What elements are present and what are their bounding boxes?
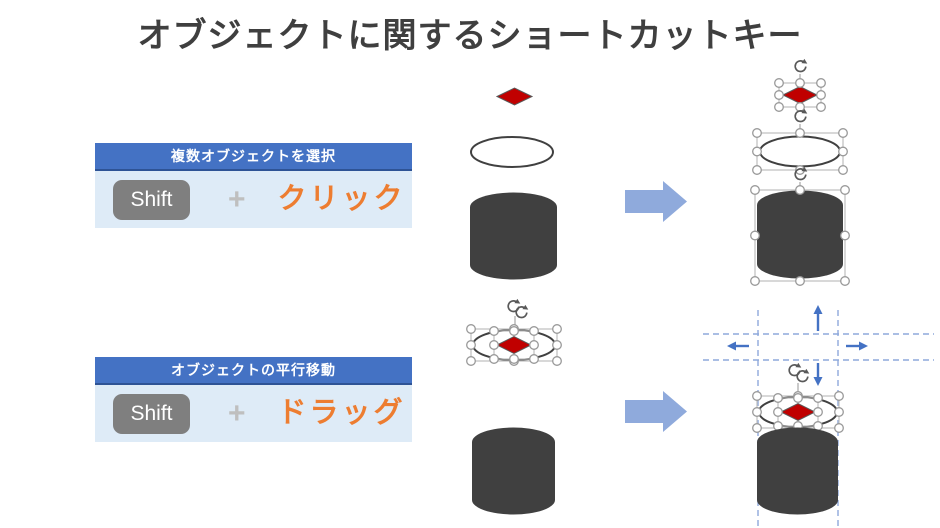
selection-handle xyxy=(752,407,762,417)
selection-handle xyxy=(838,128,848,138)
selection-handle xyxy=(750,230,760,241)
shortcut-card-move: オブジェクトの平行移動 Shift + ドラッグ xyxy=(95,357,412,442)
selection-handle xyxy=(509,354,519,364)
card-move-header: オブジェクトの平行移動 xyxy=(95,357,412,385)
selection-handle xyxy=(752,128,762,138)
card-move-body: Shift + ドラッグ xyxy=(95,385,412,442)
selection-handle xyxy=(773,393,783,403)
cylinder-shape xyxy=(472,427,555,515)
selection-handle xyxy=(752,423,762,433)
selection-handle xyxy=(795,128,805,138)
page-title: オブジェクトに関するショートカットキー xyxy=(137,17,803,55)
grouped-selection-stack xyxy=(466,298,562,515)
selection-handle xyxy=(834,423,844,433)
rotate-handle-icon xyxy=(788,362,803,377)
selection-handle xyxy=(838,146,848,157)
arrow-down-icon xyxy=(813,363,823,386)
card-select-header: 複数オブジェクトを選択 xyxy=(95,143,412,171)
selection-handle xyxy=(489,340,499,350)
shift-key: Shift xyxy=(113,179,190,220)
selection-handle xyxy=(795,276,805,286)
selection-handle xyxy=(816,102,826,112)
selection-handle xyxy=(834,407,844,417)
selection-handle xyxy=(793,393,803,403)
selection-handle xyxy=(552,324,562,334)
arrow-left-icon xyxy=(727,341,749,351)
right-arrow-icon xyxy=(625,181,687,222)
selection-handle xyxy=(752,146,762,157)
selection-handle xyxy=(750,276,760,286)
selection-handle xyxy=(752,391,762,401)
selection-handle xyxy=(838,165,848,175)
selected-ellipse xyxy=(752,128,848,175)
selection-handle xyxy=(840,230,850,241)
object-stack-unselected xyxy=(470,87,557,280)
selection-handle xyxy=(466,324,476,334)
action-label-drag: ドラッグ xyxy=(277,397,406,429)
selection-handle xyxy=(774,102,784,112)
action-label-click: クリック xyxy=(277,183,406,215)
selection-handle xyxy=(529,340,539,350)
selection-handle xyxy=(774,78,784,88)
selection-handle xyxy=(773,407,783,417)
selection-handle xyxy=(529,354,539,364)
rotate-handle-icon xyxy=(507,298,522,313)
selected-diamond xyxy=(489,326,539,364)
diamond-shape xyxy=(495,87,534,106)
plus-sign: + xyxy=(228,396,246,430)
cylinder-shape xyxy=(470,192,557,280)
selection-handle xyxy=(552,356,562,366)
moved-selection-stack xyxy=(752,362,844,515)
rotate-handle-icon xyxy=(794,58,809,73)
selection-handle xyxy=(840,276,850,286)
selection-handle xyxy=(840,185,850,195)
selection-handle xyxy=(795,102,805,112)
selection-handle xyxy=(816,90,826,100)
selection-handle xyxy=(816,78,826,88)
selected-diamond xyxy=(773,393,823,431)
selection-handle xyxy=(750,185,760,195)
selection-handle xyxy=(752,165,762,175)
selection-handle xyxy=(795,185,805,195)
shift-key: Shift xyxy=(113,393,190,434)
selection-handle xyxy=(529,326,539,336)
selection-handle xyxy=(489,354,499,364)
object-stack-selected xyxy=(750,58,850,286)
selected-cylinder xyxy=(750,185,850,286)
ellipse-shape xyxy=(470,136,554,168)
selected-diamond xyxy=(774,78,826,112)
selection-handle xyxy=(813,393,823,403)
cylinder-shape xyxy=(757,427,838,515)
selection-handle xyxy=(552,340,562,350)
selection-handle xyxy=(795,78,805,88)
selection-handle xyxy=(774,90,784,100)
card-select-body: Shift + クリック xyxy=(95,171,412,228)
selection-handle xyxy=(489,326,499,336)
selection-handle xyxy=(813,407,823,417)
selection-handle xyxy=(466,340,476,350)
shortcut-card-select: 複数オブジェクトを選択 Shift + クリック xyxy=(95,143,412,228)
selection-handle xyxy=(509,326,519,336)
right-arrow-icon xyxy=(625,391,687,432)
selection-handle xyxy=(466,356,476,366)
arrow-up-icon xyxy=(813,305,823,331)
arrow-right-icon xyxy=(846,341,868,351)
selection-handle xyxy=(834,391,844,401)
plus-sign: + xyxy=(228,182,246,216)
